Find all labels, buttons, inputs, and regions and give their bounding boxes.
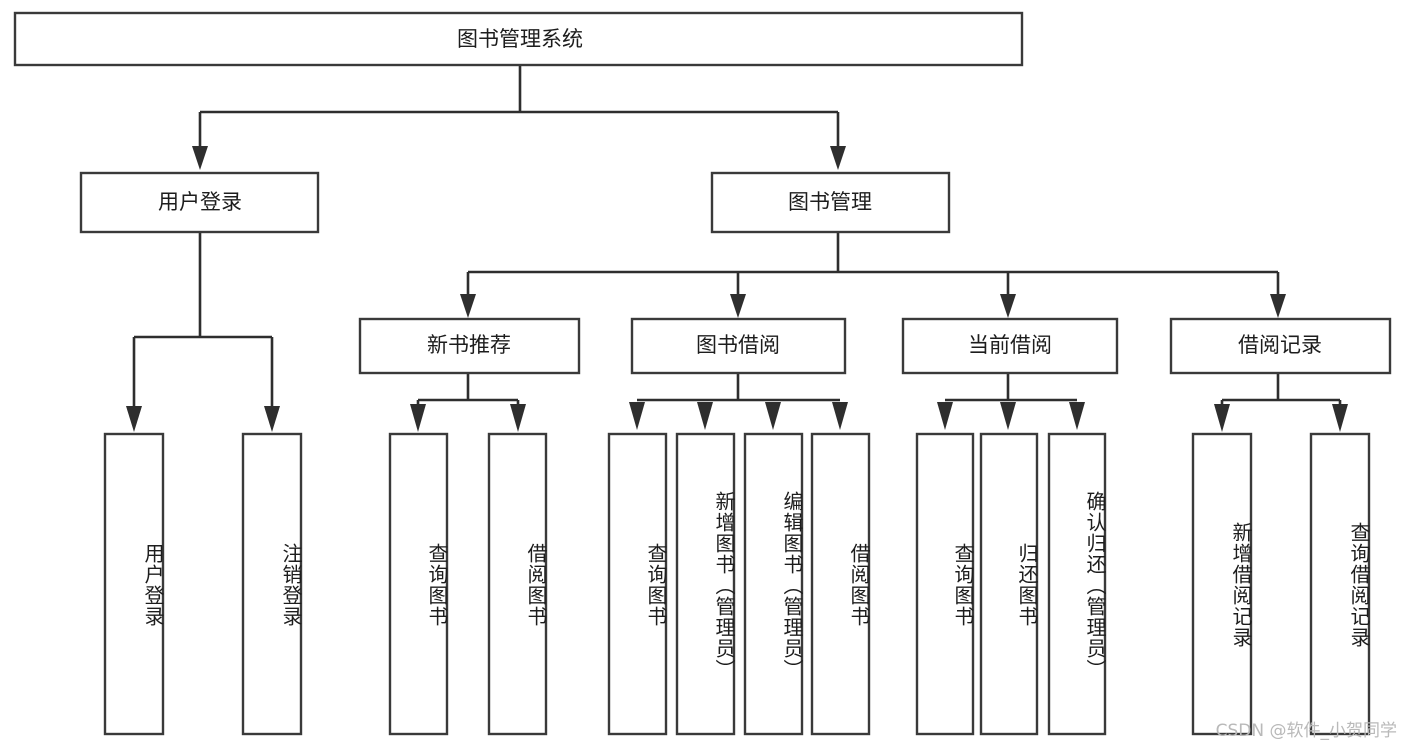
arrow-book-borrow-leaf1 <box>629 402 645 430</box>
leaf-box-current-borrow-2[interactable] <box>979 432 1039 736</box>
connector-group-borrow-record <box>1214 373 1348 432</box>
node-borrow-record-box[interactable] <box>1169 317 1392 375</box>
arrow-to-user-login <box>192 146 208 170</box>
connector-group-user-login <box>126 232 280 432</box>
leaf-box-book-borrow-3[interactable] <box>743 432 804 736</box>
leaf-box-book-borrow-2[interactable] <box>675 432 736 736</box>
leaf-label-book-borrow-3: 编辑图书（管理员） <box>780 490 804 680</box>
arrow-new-book-leaf2 <box>510 404 526 432</box>
leaf-label-new-book-1: 查询图书 <box>425 543 449 627</box>
leaf-box-book-borrow-1[interactable] <box>607 432 668 736</box>
leaf-label-new-book-2: 借阅图书 <box>524 543 548 627</box>
leaf-box-book-borrow-4[interactable] <box>810 432 871 736</box>
leaf-box-current-borrow-3[interactable] <box>1047 432 1107 736</box>
node-root-label: 图书管理系统 <box>457 27 583 51</box>
connector-group-book-borrow <box>629 373 848 430</box>
leaf-box-user-login-1[interactable] <box>103 432 165 736</box>
node-user-login-box[interactable] <box>79 171 320 234</box>
leaf-box-new-book-1[interactable] <box>388 432 449 736</box>
arrow-book-borrow-leaf2 <box>697 402 713 430</box>
node-current-borrow-label: 当前借阅 <box>968 333 1052 357</box>
arrow-current-borrow-leaf2 <box>1000 402 1016 430</box>
arrow-book-borrow-leaf4 <box>832 402 848 430</box>
arrow-current-borrow-leaf1 <box>937 402 953 430</box>
arrow-new-book-leaf1 <box>410 404 426 432</box>
leaf-label-borrow-record-2: 查询借阅记录 <box>1347 522 1371 648</box>
leaf-box-borrow-record-2[interactable] <box>1309 432 1371 736</box>
arrow-book-borrow-leaf3 <box>765 402 781 430</box>
arrow-current-borrow-leaf3 <box>1069 402 1085 430</box>
leaf-box-borrow-record-1[interactable] <box>1191 432 1253 736</box>
leaf-box-new-book-2[interactable] <box>487 432 548 736</box>
node-current-borrow[interactable]: 当前借阅 <box>901 317 1119 375</box>
node-root[interactable]: 图书管理系统 <box>13 11 1024 67</box>
node-book-management[interactable]: 图书管理 <box>710 171 951 234</box>
connector-group-current-borrow <box>937 373 1085 430</box>
csdn-watermark: CSDN @软件_小贺同学 <box>1215 721 1397 741</box>
connector-group-new-book <box>410 373 526 432</box>
leaf-label-current-borrow-2: 归还图书 <box>1015 543 1039 627</box>
arrow-to-borrow-record <box>1270 294 1286 318</box>
connector-group-book-mgmt <box>460 232 1286 318</box>
node-current-borrow-box[interactable] <box>901 317 1119 375</box>
node-borrow-record-label: 借阅记录 <box>1238 333 1322 357</box>
node-new-book-recommend[interactable]: 新书推荐 <box>358 317 581 375</box>
node-new-book-recommend-label: 新书推荐 <box>427 333 511 357</box>
node-book-borrow-label: 图书借阅 <box>696 333 780 357</box>
node-root-box[interactable] <box>13 11 1024 67</box>
arrow-to-current-borrow <box>1000 294 1016 318</box>
node-new-book-recommend-box[interactable] <box>358 317 581 375</box>
leaf-label-book-borrow-4: 借阅图书 <box>847 543 871 627</box>
node-book-management-box[interactable] <box>710 171 951 234</box>
node-borrow-record[interactable]: 借阅记录 <box>1169 317 1392 375</box>
leaf-box-current-borrow-1[interactable] <box>915 432 975 736</box>
leaf-label-current-borrow-1: 查询图书 <box>951 543 975 627</box>
node-book-borrow[interactable]: 图书借阅 <box>630 317 847 375</box>
node-book-management-label: 图书管理 <box>788 190 872 214</box>
arrow-user-login-leaf1 <box>126 406 142 432</box>
leaf-label-book-borrow-2: 新增图书（管理员） <box>712 490 736 680</box>
arrow-to-new-book <box>460 294 476 318</box>
arrow-borrow-record-leaf1 <box>1214 404 1230 432</box>
arrow-borrow-record-leaf2 <box>1332 404 1348 432</box>
leaf-label-book-borrow-1: 查询图书 <box>644 543 668 627</box>
leaf-label-user-login-1: 用户登录 <box>141 543 165 627</box>
leaf-label-current-borrow-3: 确认归还（管理员） <box>1083 490 1107 680</box>
node-user-login-label: 用户登录 <box>158 190 242 214</box>
leaf-label-borrow-record-1: 新增借阅记录 <box>1229 522 1253 648</box>
connector-group-root <box>192 65 846 170</box>
leaf-box-user-login-2[interactable] <box>241 432 303 736</box>
arrow-user-login-leaf2 <box>264 406 280 432</box>
leaf-boxes <box>103 432 1371 736</box>
arrow-to-book-borrow <box>730 294 746 318</box>
arrow-to-book-mgmt <box>830 146 846 170</box>
node-book-borrow-box[interactable] <box>630 317 847 375</box>
node-user-login[interactable]: 用户登录 <box>79 171 320 234</box>
leaf-label-user-login-2: 注销登录 <box>279 543 303 627</box>
